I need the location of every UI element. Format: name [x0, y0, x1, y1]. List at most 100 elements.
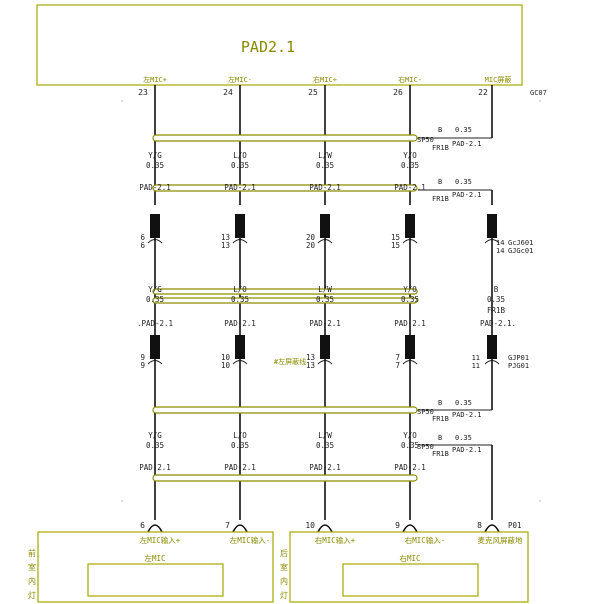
bottom-pin-label: 右MIC输入- — [405, 535, 446, 545]
plug-pin: 15 — [391, 241, 400, 250]
connector-label: .PAD-2.1 — [137, 319, 173, 328]
pin-label: MIC屏蔽 — [485, 75, 512, 84]
right-side-label: 后 室 内 灯 — [280, 548, 288, 600]
wire-size: 0.35 — [401, 441, 419, 450]
svg-text:内: 内 — [280, 576, 288, 586]
connector-label: PAD-2.1 — [224, 463, 256, 472]
svg-text:0.35: 0.35 — [455, 178, 472, 186]
svg-text:PAD-2.1: PAD-2.1 — [452, 446, 482, 454]
wire-color: Y/G — [148, 151, 162, 160]
plug-pin: 9 — [140, 353, 145, 362]
plug-pin: 7 — [395, 353, 400, 362]
plug-pin: 14 — [496, 247, 504, 255]
svg-text:B: B — [438, 178, 442, 186]
svg-text:0.35: 0.35 — [455, 126, 472, 134]
plug-connector-id: GJGc01 — [508, 247, 533, 255]
module-connector-id: GC07 — [530, 89, 547, 97]
plug-row-2 — [147, 335, 500, 370]
bottom-pin-label: 麦克风屏蔽地 — [478, 535, 523, 545]
shield-bar-5 — [152, 406, 418, 414]
plug-pin: 11 — [472, 354, 480, 362]
connector-label: PAD-2.1 — [224, 319, 256, 328]
wire-color: Y/O — [403, 151, 417, 160]
shield-bar-1 — [152, 134, 418, 142]
svg-text:B: B — [438, 434, 442, 442]
wire-size: 0.35 — [231, 295, 249, 304]
splice-group-4: B 0.35 SP50 FR1B PAD-2.1 — [417, 434, 482, 458]
plug-pin: 9 — [140, 361, 145, 370]
margin-ticks — [121, 100, 541, 502]
connector-label: PAD-2.1 — [394, 183, 426, 192]
wire-size: 0.35 — [401, 295, 419, 304]
bottom-pin-label: 右MIC输入+ — [315, 535, 356, 545]
wire-size: 0.35 — [401, 161, 419, 170]
shield-bar-4 — [152, 297, 418, 304]
svg-text:PAD-2.1: PAD-2.1 — [452, 191, 482, 199]
plug-pin: 11 — [472, 362, 480, 370]
connector-label: PAD-2.1 — [309, 463, 341, 472]
left-mic-inner-box — [87, 563, 224, 597]
connector-label: PAD-2.1 — [139, 463, 171, 472]
connector-label: PAD-2.1 — [309, 319, 341, 328]
plug-pin: 10 — [221, 361, 231, 370]
plug-pin: 13 — [306, 361, 315, 370]
svg-text:PAD-2.1: PAD-2.1 — [452, 140, 482, 148]
wire-size: 0.35 — [316, 295, 334, 304]
pad-module-box — [36, 4, 523, 86]
plug-pin: 6 — [140, 241, 145, 250]
plug-connector-id: GcJ601 — [508, 239, 533, 247]
wire-size: 0.35 — [316, 441, 334, 450]
svg-text:室: 室 — [28, 562, 36, 572]
svg-text:前: 前 — [28, 548, 36, 558]
plug-pin: 10 — [221, 353, 231, 362]
svg-text:SP50: SP50 — [417, 408, 434, 416]
plug-pin: 13 — [221, 233, 230, 242]
right-mic-label: 右MIC — [399, 553, 420, 563]
wire-size: 0.35 — [146, 441, 164, 450]
wire-color: L/O — [233, 431, 247, 440]
svg-text:FR1B: FR1B — [432, 144, 449, 152]
connector-label: PAD-2.1 — [394, 319, 426, 328]
shield-bar-6 — [152, 474, 418, 482]
svg-text:B: B — [438, 126, 442, 134]
bottom-connector-id: P01 — [508, 521, 522, 530]
plug-pin: 20 — [306, 233, 316, 242]
bottom-pin: 8 — [477, 521, 482, 530]
wire-color: B — [494, 285, 499, 294]
connector-label: PAD-2.1 — [394, 463, 426, 472]
plug-connector-id: GJP01 — [508, 354, 529, 362]
bottom-pin: 10 — [305, 521, 315, 530]
splice-group-3: B 0.35 SP50 FR1B PAD-2.1 — [417, 399, 482, 423]
connector-label: PAD-2.1 — [309, 183, 341, 192]
bottom-pin-label: 左MIC输入+ — [140, 535, 181, 545]
svg-text:后: 后 — [280, 548, 288, 558]
svg-text:SP50: SP50 — [417, 443, 434, 451]
plug-pin: 13 — [221, 241, 230, 250]
wire-color: Y/O — [403, 285, 417, 294]
left-side-label: 前 室 内 灯 — [28, 548, 36, 600]
svg-text:FR1B: FR1B — [432, 450, 449, 458]
bottom-pin: 7 — [225, 521, 230, 530]
shield-bar-3 — [152, 288, 418, 295]
wire-color: Y/G — [148, 431, 162, 440]
pin-number: 22 — [478, 88, 488, 97]
svg-text:室: 室 — [280, 562, 288, 572]
wire-size: 0.35 — [316, 161, 334, 170]
plug-pin: 7 — [395, 361, 400, 370]
module-title: PAD2.1 — [241, 38, 295, 56]
shield-note: #左屏蔽线 — [274, 357, 306, 366]
left-mic-module — [37, 531, 274, 603]
wire-color: Y/O — [403, 431, 417, 440]
bottom-terminals — [147, 524, 500, 533]
plug-pin: 13 — [306, 353, 315, 362]
wire-size: 0.35 — [146, 161, 164, 170]
svg-text:灯: 灯 — [280, 590, 288, 600]
wire-color: L/W — [318, 285, 332, 294]
bottom-pin: 9 — [395, 521, 400, 530]
plug-pin: 14 — [496, 239, 504, 247]
wire-color: Y/G — [148, 285, 162, 294]
pin-number: 25 — [308, 88, 318, 97]
svg-text:0.35: 0.35 — [455, 399, 472, 407]
svg-text:PAD-2.1: PAD-2.1 — [452, 411, 482, 419]
wire-size: 0.35 — [487, 295, 505, 304]
